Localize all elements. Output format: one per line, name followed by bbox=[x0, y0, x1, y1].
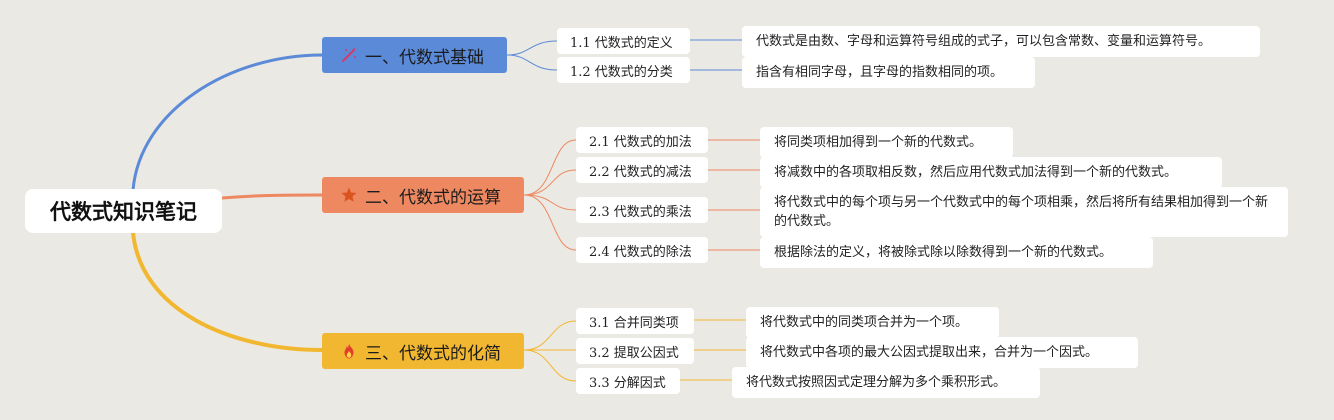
subtopic-2-4[interactable]: 2.4 代数式的除法 bbox=[576, 237, 708, 263]
connector-b3-s1 bbox=[523, 320, 577, 351]
magic-wand-icon bbox=[340, 46, 358, 64]
branch-label: 一、代数式基础 bbox=[365, 47, 484, 68]
detail-2-3[interactable]: 将代数式中的每个项与另一个代数式中的每个项相乘，然后将所有结果相加得到一个新的代… bbox=[760, 187, 1288, 237]
branch-node-operations[interactable]: 二、代数式的运算 bbox=[322, 177, 524, 213]
connector-b1-s2 bbox=[506, 54, 558, 71]
detail-1-2[interactable]: 指含有相同字母，且字母的指数相同的项。 bbox=[742, 57, 1035, 88]
detail-2-4[interactable]: 根据除法的定义，将被除式除以除数得到一个新的代数式。 bbox=[760, 237, 1153, 268]
detail-3-3[interactable]: 将代数式按照因式定理分解为多个乘积形式。 bbox=[732, 367, 1040, 398]
detail-1-1[interactable]: 代数式是由数、字母和运算符号组成的式子，可以包含常数、变量和运算符号。 bbox=[742, 26, 1260, 57]
subtopic-2-2[interactable]: 2.2 代数式的减法 bbox=[576, 157, 708, 183]
detail-2-1[interactable]: 将同类项相加得到一个新的代数式。 bbox=[760, 127, 1013, 158]
connector-b2-s3 bbox=[523, 194, 577, 211]
subtopic-3-1[interactable]: 3.1 合并同类项 bbox=[576, 308, 694, 334]
connector-b1-s1 bbox=[506, 40, 558, 56]
subtopic-3-3[interactable]: 3.3 分解因式 bbox=[576, 368, 680, 394]
star-icon bbox=[340, 186, 358, 204]
fire-icon bbox=[340, 342, 358, 360]
root-node[interactable]: 代数式知识笔记 bbox=[25, 189, 222, 233]
connector-root-branch1 bbox=[131, 53, 323, 191]
branch-node-simplification[interactable]: 三、代数式的化简 bbox=[322, 333, 524, 369]
connector-b2-s2 bbox=[523, 169, 577, 196]
root-title: 代数式知识笔记 bbox=[50, 200, 197, 224]
detail-3-1[interactable]: 将代数式中的同类项合并为一个项。 bbox=[746, 307, 999, 338]
branch-node-basics[interactable]: 一、代数式基础 bbox=[322, 37, 507, 73]
subtopic-2-3[interactable]: 2.3 代数式的乘法 bbox=[576, 197, 708, 223]
connector-b2-s1 bbox=[523, 139, 577, 196]
subtopic-1-1[interactable]: 1.1 代数式的定义 bbox=[557, 28, 690, 54]
connector-b3-s3 bbox=[523, 349, 577, 382]
connector-root-branch3 bbox=[131, 231, 323, 352]
subtopic-1-2[interactable]: 1.2 代数式的分类 bbox=[557, 57, 690, 83]
detail-3-2[interactable]: 将代数式中各项的最大公因式提取出来，合并为一个因式。 bbox=[746, 337, 1138, 368]
subtopic-3-2[interactable]: 3.2 提取公因式 bbox=[576, 338, 694, 364]
branch-label: 三、代数式的化简 bbox=[365, 343, 501, 364]
connector-root-branch2 bbox=[221, 193, 323, 200]
connector-b2-s4 bbox=[523, 194, 577, 251]
detail-2-2[interactable]: 将减数中的各项取相反数，然后应用代数式加法得到一个新的代数式。 bbox=[760, 157, 1222, 188]
branch-label: 二、代数式的运算 bbox=[365, 187, 501, 208]
subtopic-2-1[interactable]: 2.1 代数式的加法 bbox=[576, 127, 708, 153]
